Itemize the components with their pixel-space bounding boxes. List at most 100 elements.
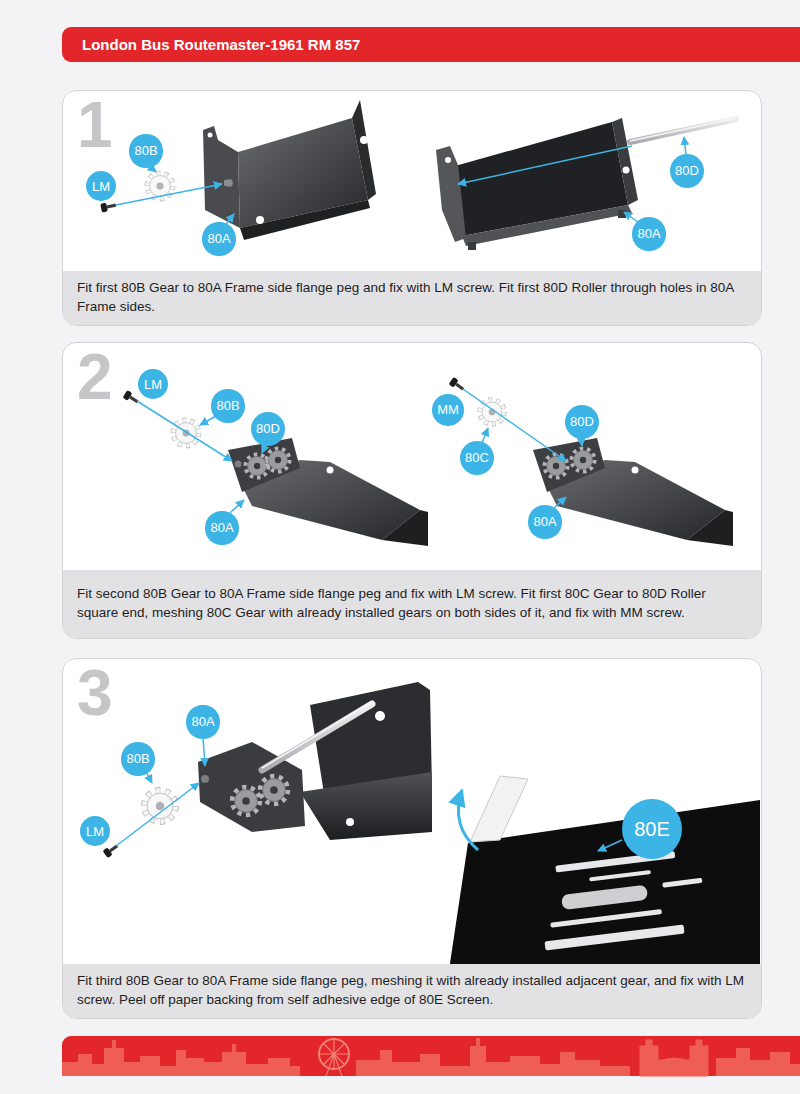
frame-80a-part bbox=[240, 200, 370, 240]
footer-skyline-part bbox=[319, 1039, 349, 1076]
frame-80a-part bbox=[375, 711, 385, 721]
frame-80a-part bbox=[687, 510, 733, 546]
frame-80a-part bbox=[632, 467, 639, 474]
gear-80b bbox=[174, 421, 197, 444]
leader-line-part bbox=[226, 214, 234, 224]
step-panel: 2LM80B80D80AMM80D80C80AFit second 80B Ge… bbox=[62, 342, 762, 639]
frame-80a-part bbox=[382, 510, 428, 546]
part-label: 80A bbox=[637, 227, 660, 240]
screen-80e bbox=[446, 776, 760, 990]
frame-80a-part bbox=[208, 133, 213, 138]
instruction-text: Fit first 80B Gear to 80A Frame side fla… bbox=[77, 279, 747, 317]
frame-80a-part bbox=[612, 118, 638, 205]
frame-80a-part bbox=[225, 179, 233, 187]
part-label: 80C bbox=[465, 451, 489, 464]
part-label: LM bbox=[86, 825, 104, 838]
leader-line bbox=[598, 840, 622, 851]
callout-number: 80E bbox=[622, 799, 682, 859]
step-panel: 3 80A 80B LM 80E Fit third 80B Gear to 80A Fr… bbox=[62, 658, 762, 1019]
panel-ground-part bbox=[62, 90, 762, 326]
frame-80a-part bbox=[346, 818, 354, 826]
part-label: 80E bbox=[634, 819, 670, 839]
header-band-part bbox=[62, 27, 800, 62]
panel-ground-part bbox=[62, 658, 762, 1019]
step-number: 3 bbox=[77, 661, 113, 725]
step-number: 2 bbox=[77, 345, 113, 409]
callout-number: 80A bbox=[632, 217, 665, 250]
leader-line-part bbox=[598, 840, 622, 851]
panel-ground-part bbox=[62, 342, 762, 639]
part-label: 80A bbox=[207, 232, 230, 245]
callout-number: LM bbox=[80, 816, 110, 846]
screen-80e-part bbox=[550, 909, 662, 928]
callout-number: 80B bbox=[121, 742, 154, 775]
screw-lm bbox=[100, 201, 117, 213]
step-panel: 1 80B LM 80A 80D 80A Fit first 80B Gear to 80A… bbox=[62, 90, 762, 326]
frame-80a bbox=[436, 118, 638, 250]
screen-80e-part bbox=[589, 870, 651, 882]
callout-number: 80A bbox=[528, 505, 561, 538]
footer-skyline-part bbox=[62, 1036, 800, 1076]
screw-mm bbox=[449, 377, 466, 393]
part-label: 80D bbox=[256, 422, 280, 435]
callout-number: 80D bbox=[565, 405, 599, 439]
leader-line-part bbox=[116, 783, 199, 846]
gear-installed-part bbox=[261, 777, 286, 802]
callout-number: 80B bbox=[129, 134, 162, 167]
page-title: London Bus Routemaster-1961 RM 857 bbox=[82, 27, 360, 62]
screen-80e-part bbox=[544, 924, 684, 950]
gear-installed-part bbox=[233, 788, 258, 813]
part-label: 80B bbox=[134, 144, 157, 157]
frame-80a-part bbox=[235, 461, 242, 468]
part-label: 80D bbox=[675, 164, 699, 177]
roller-80d bbox=[630, 118, 736, 142]
callout-number: 80B bbox=[211, 389, 244, 422]
leader-line-part bbox=[230, 500, 244, 513]
step-number: 1 bbox=[77, 93, 113, 157]
frame-80a-part bbox=[445, 157, 451, 163]
callout-number: 80C bbox=[460, 441, 494, 475]
frame-80a-part bbox=[360, 136, 368, 144]
frame-80a-part bbox=[300, 772, 432, 840]
part-label: LM bbox=[144, 378, 162, 391]
instruction-band: Fit third 80B Gear to 80A Frame side fla… bbox=[63, 964, 761, 1018]
gear-installed bbox=[233, 777, 286, 813]
part-label: MM bbox=[437, 403, 459, 416]
screw-mm-part bbox=[449, 377, 466, 393]
part-label: LM bbox=[92, 180, 110, 193]
footer-skyline bbox=[62, 1036, 800, 1076]
gear-installed-part bbox=[247, 456, 268, 477]
leader-line-part bbox=[203, 737, 205, 766]
instruction-text: Fit third 80B Gear to 80A Frame side fla… bbox=[77, 972, 747, 1010]
part-label: 80A bbox=[191, 715, 214, 728]
frame-80a-part bbox=[468, 242, 476, 250]
part-label: 80A bbox=[533, 515, 556, 528]
frame-80a-part bbox=[618, 210, 626, 218]
frame-80a-part bbox=[224, 180, 232, 186]
leader-line-part bbox=[482, 428, 488, 443]
callout-number: 80A bbox=[205, 511, 238, 544]
screw-lm bbox=[123, 390, 140, 406]
leader-line-part bbox=[200, 416, 216, 425]
roller-80d-part bbox=[262, 702, 372, 768]
footer-skyline-part bbox=[62, 1040, 300, 1076]
roller-80d-part bbox=[262, 704, 372, 770]
callout-number: MM bbox=[432, 394, 464, 426]
leader-line bbox=[458, 137, 686, 222]
leader-line-part bbox=[554, 497, 566, 508]
frame-80a-part bbox=[228, 438, 300, 492]
callout-number: 80A bbox=[202, 222, 235, 255]
callout-number: 80A bbox=[186, 705, 219, 738]
header-band bbox=[62, 27, 800, 62]
frame-80a-part bbox=[256, 216, 264, 224]
frame-80a-part bbox=[462, 205, 632, 246]
callout-number: 80D bbox=[251, 412, 285, 446]
roller-80d bbox=[262, 702, 372, 770]
frame-80a bbox=[228, 438, 428, 546]
leader-line-part bbox=[458, 146, 632, 184]
frame-80a-part bbox=[201, 775, 209, 783]
screen-80e-part bbox=[535, 848, 708, 950]
callout-number: LM bbox=[86, 171, 116, 201]
frame-80a bbox=[198, 682, 432, 840]
part-label: 80D bbox=[570, 415, 594, 428]
